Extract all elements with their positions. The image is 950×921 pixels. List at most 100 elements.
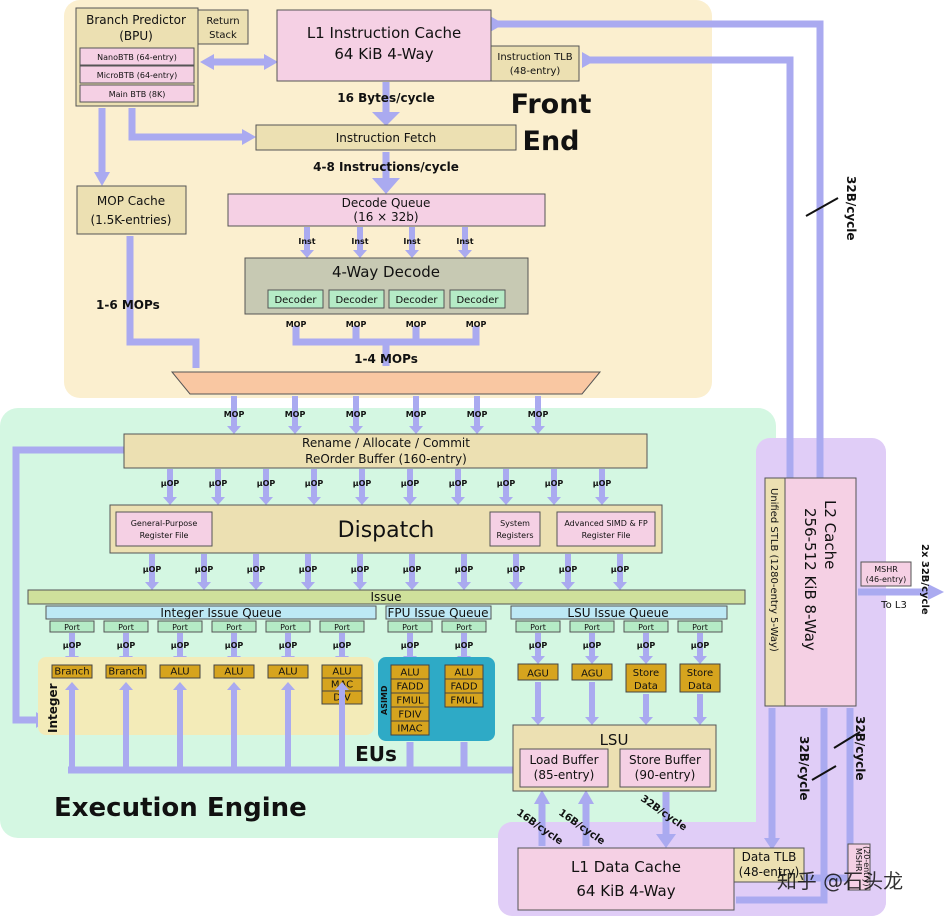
issue-port (441, 620, 487, 633)
mop-label: MOP (466, 320, 487, 329)
fp-a-imac-label: IMAC (397, 724, 422, 735)
arrowhead (372, 178, 400, 194)
port-uop-arrow-head (531, 656, 545, 664)
mop-label: MOP (467, 410, 488, 419)
int-eu-alu (159, 664, 201, 679)
rob-title: Rename / Allocate / Commit (302, 436, 470, 450)
bpu-title: Branch Predictor (86, 13, 186, 27)
decode-title: 4-Way Decode (332, 263, 440, 281)
issue-label: Issue (370, 590, 401, 604)
port-label: Port (530, 623, 546, 632)
l2-to-l1i-connector (498, 20, 824, 478)
uop-arrow-head (457, 582, 471, 590)
int-eu-alu-label: ALU (170, 667, 189, 678)
decoder-label: Decoder (335, 295, 378, 306)
issue-port (157, 620, 203, 633)
uop-label: µOP (279, 641, 298, 650)
uop-arrow-head (355, 497, 369, 505)
result-arrow-head (119, 682, 133, 690)
decoder-label: Decoder (456, 295, 499, 306)
result-arrow-head (173, 682, 187, 690)
arrowhead (94, 172, 110, 186)
nano-btb-label: NanoBTB (64-entry) (97, 53, 177, 62)
uop-label: µOP (333, 641, 352, 650)
data-tlb (733, 847, 805, 883)
uop-arrow-head (353, 582, 367, 590)
l1-instruction-cache (276, 9, 492, 82)
agu-unit (517, 663, 559, 681)
store-data-unit (625, 663, 667, 693)
mop-label: MOP (224, 410, 245, 419)
uop-arrow-head (595, 497, 609, 505)
commit-loop-connector (12, 446, 124, 724)
arrowhead (534, 790, 550, 804)
uop-label: µOP (247, 565, 266, 574)
store-buffer-size: (90-entry) (635, 768, 696, 782)
instruction-tlb (490, 45, 580, 82)
arrowhead (372, 112, 400, 126)
result-arrow-head (335, 682, 349, 690)
mop-arrow-head (470, 426, 484, 434)
simd-rf-sub: Register File (582, 531, 631, 540)
uop-label: µOP (455, 565, 474, 574)
asimd-label: ASIMD (380, 685, 389, 715)
fp-b-fmul-label: FMUL (450, 696, 478, 707)
inst-label: Inst (298, 237, 315, 246)
system-registers (489, 511, 541, 547)
decoder-box (449, 289, 506, 309)
micro-btb-label: MicroBTB (64-entry) (97, 71, 177, 80)
port-label: Port (172, 623, 188, 632)
decode-queue-title: Decode Queue (342, 196, 431, 210)
int-eu-branch (105, 664, 147, 679)
mops-1-4-label: 1-4 MOPs (354, 352, 418, 366)
front-end-title: Front (511, 89, 592, 120)
issue-port (211, 620, 257, 633)
store-buffer-title: Store Buffer (629, 753, 701, 767)
lsu-title: LSU (600, 731, 629, 749)
uop-arrow-head (499, 497, 513, 505)
sysreg-title: System (500, 519, 530, 528)
eu-bus-arrows (65, 682, 707, 770)
sysreg-sub: Registers (496, 531, 533, 540)
port-uop-arrow-head (585, 656, 599, 664)
bw-tick-3 (833, 731, 861, 749)
uop-arrow-head (547, 497, 561, 505)
uop-label: µOP (403, 565, 422, 574)
mop-arrow-head (227, 426, 241, 434)
port-label: Port (638, 623, 654, 632)
gpr-title: General-Purpose (131, 519, 198, 528)
int-eu-alu (213, 664, 255, 679)
arrowhead (582, 52, 596, 68)
l2-l1d-bw-label-a: 32B/cycle (797, 736, 811, 801)
int-stack-alu-label: ALU (332, 667, 351, 678)
inst-label: Inst (456, 237, 473, 246)
fpu-queue-label: FPU Issue Queue (387, 606, 488, 620)
inst-label: Inst (351, 237, 368, 246)
agu-arrow-head (531, 717, 545, 725)
mop-label: MOP (346, 320, 367, 329)
uop-label: µOP (611, 565, 630, 574)
instruction-fetch (255, 124, 517, 151)
dtlb-size: (48-entry) (739, 865, 800, 879)
l1-data-cache (517, 847, 735, 911)
uop-label: µOP (161, 479, 180, 488)
issue-bar (27, 589, 746, 605)
decoder-label: Decoder (395, 295, 438, 306)
dispatch-label: Dispatch (338, 518, 435, 543)
issue-port (677, 620, 723, 633)
mop-label: MOP (285, 410, 306, 419)
uop-label: µOP (353, 479, 372, 488)
uop-label: µOP (559, 565, 578, 574)
mop-arrow-head (349, 426, 363, 434)
agu-unit-2 (571, 663, 613, 681)
uop-arrow-head (405, 582, 419, 590)
uop-label: µOP (143, 565, 162, 574)
load-buffer (519, 748, 609, 788)
result-arrow-head (65, 682, 79, 690)
l1d-size: 64 KiB 4-Way (576, 882, 675, 900)
uop-label: µOP (401, 641, 420, 650)
issue-port (319, 620, 365, 633)
l2-l1i-bw-label: 32B/cycle (844, 176, 858, 241)
